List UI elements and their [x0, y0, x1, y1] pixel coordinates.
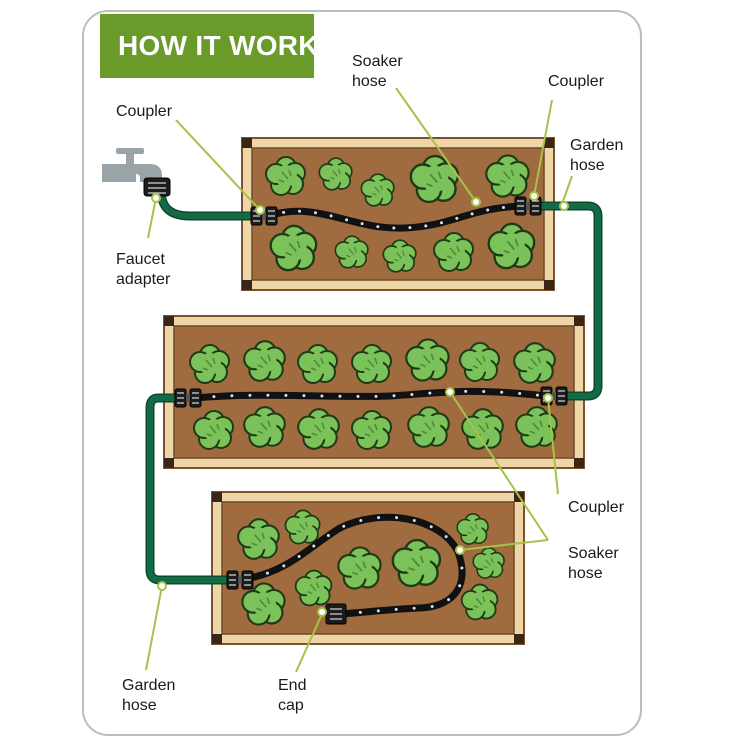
label-coupler-top-right: Coupler	[548, 73, 605, 90]
label-end-cap-2: cap	[278, 697, 304, 714]
title-banner	[100, 14, 314, 78]
label-coupler-middle: Coupler	[568, 499, 625, 516]
label-soaker-hose-top-2: hose	[352, 73, 387, 90]
label-garden-hose-bottom-2: hose	[122, 697, 157, 714]
label-end-cap: End	[278, 677, 306, 694]
end-cap-icon	[325, 603, 347, 625]
callout-markers	[151, 191, 569, 617]
page-title: HOW IT WORKS	[118, 30, 338, 61]
label-faucet-adapter: Faucet	[116, 251, 165, 268]
label-soaker-hose-middle-2: hose	[568, 565, 603, 582]
label-garden-hose-top-2: hose	[570, 157, 605, 174]
label-garden-hose-bottom: Garden	[122, 677, 175, 694]
label-soaker-hose-top: Soaker	[352, 53, 403, 70]
faucet-icon	[102, 148, 171, 197]
label-coupler-left: Coupler	[116, 103, 173, 120]
label-faucet-adapter-2: adapter	[116, 271, 171, 288]
callout-lines	[145, 87, 573, 673]
label-garden-hose-top: Garden	[570, 137, 623, 154]
label-soaker-hose-middle: Soaker	[568, 545, 619, 562]
